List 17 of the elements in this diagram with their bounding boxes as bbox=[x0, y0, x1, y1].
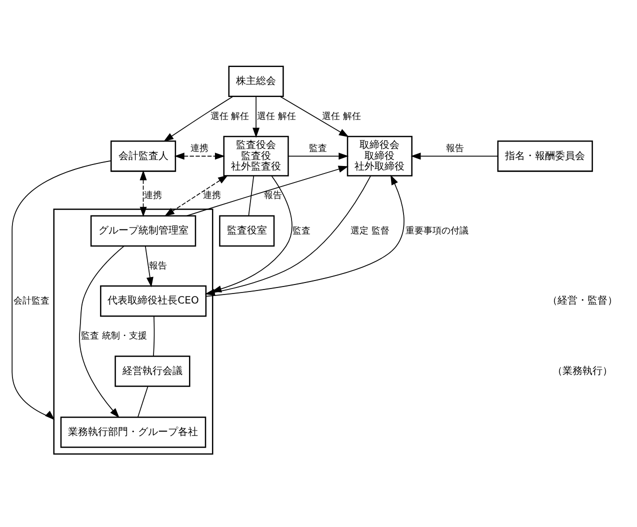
edge-label: 選任 解任 bbox=[210, 110, 250, 122]
label: （業務執行） bbox=[552, 366, 613, 377]
edge-label: 重要事項の付議 bbox=[405, 225, 468, 236]
edge-label: 選定 監督 bbox=[350, 225, 390, 236]
edge-label: 監査 統制・支援 bbox=[81, 330, 147, 342]
edge-label: 連携 bbox=[144, 190, 162, 202]
edge-label: 監査 bbox=[308, 142, 327, 154]
edge-label: 報告 bbox=[264, 190, 282, 202]
edge-label: 選任 解任 bbox=[257, 110, 296, 122]
edge-label: 連携 bbox=[190, 142, 209, 154]
edge-label: 選任 解任 bbox=[322, 110, 362, 122]
edge-label: 報告 bbox=[446, 142, 464, 154]
edge-label: 連携 bbox=[203, 190, 222, 202]
edge-label: 会計監査 bbox=[13, 295, 50, 306]
label: （経営・監督） bbox=[548, 296, 618, 307]
edge-label: 報告 bbox=[148, 260, 167, 272]
edge-label: 監査 bbox=[292, 225, 311, 236]
